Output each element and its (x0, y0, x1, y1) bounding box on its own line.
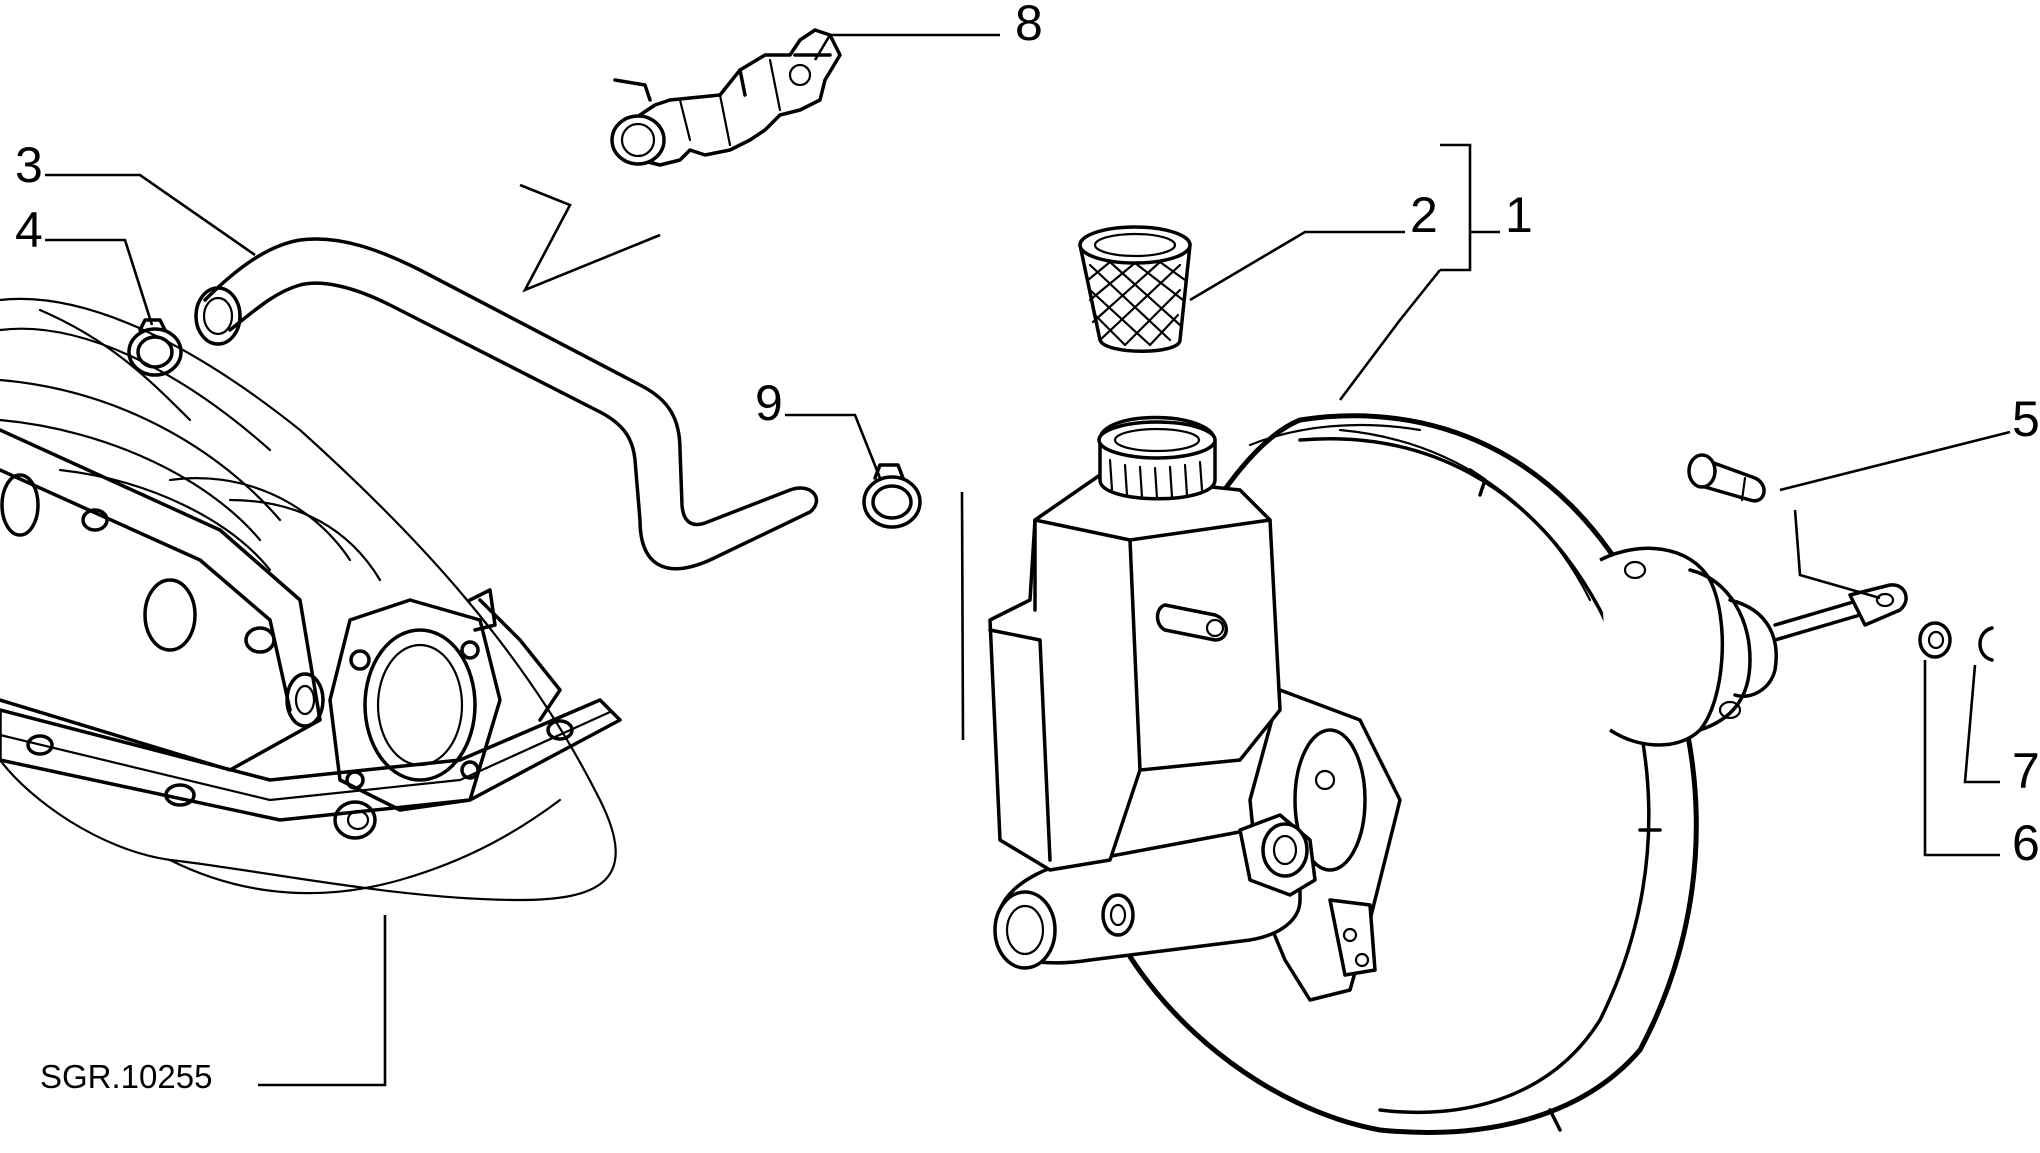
filter-element-part-2 (1078, 225, 1192, 353)
retaining-clip-part-7 (1978, 626, 1994, 662)
hose-clamp-part-4 (127, 318, 183, 377)
callout-1: 1 (1505, 187, 1533, 243)
callout-3: 3 (15, 137, 43, 193)
clevis-pin-part-5 (1687, 453, 1766, 503)
vacuum-hose-part (194, 237, 819, 571)
check-valve-part-8 (610, 28, 842, 167)
reference-code: SGR.10255 (40, 1058, 212, 1095)
hose-clamp-part-9 (862, 463, 922, 529)
callout-2: 2 (1410, 187, 1438, 243)
callout-6: 6 (2012, 815, 2040, 871)
callout-9: 9 (755, 375, 783, 431)
callout-4: 4 (15, 202, 43, 258)
callout-labels: 8 3 4 2 1 9 5 7 6 SGR.10255 (15, 0, 2040, 1095)
callout-5: 5 (2012, 391, 2040, 447)
brake-booster-part-1 (988, 413, 1908, 1135)
callout-8: 8 (1015, 0, 1043, 51)
callout-7: 7 (2012, 743, 2040, 799)
leader-lines (45, 33, 2011, 1087)
intake-manifold-part (0, 297, 622, 902)
washer-part-6 (1918, 621, 1952, 659)
